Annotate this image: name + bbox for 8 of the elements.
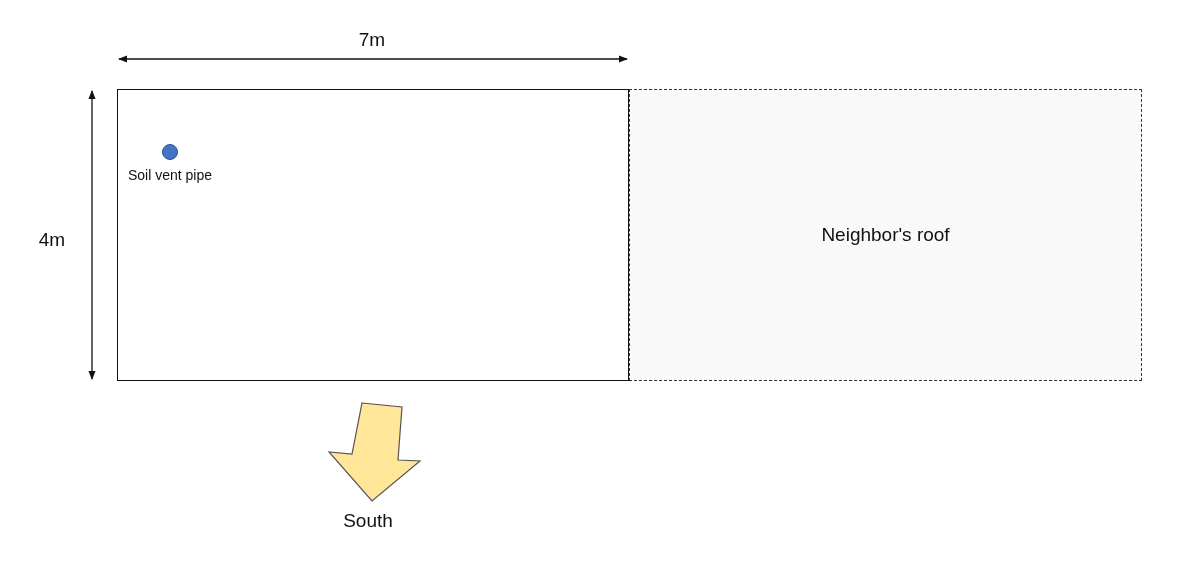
- pipe-marker: [162, 144, 178, 160]
- node-label: Neighbor's roof: [821, 224, 950, 246]
- dimension-label: 4m: [38, 229, 66, 251]
- direction-label: South: [343, 510, 393, 532]
- dimension-label: 7m: [358, 29, 386, 51]
- node-caption: Soil vent pipe: [126, 166, 214, 184]
- roof-area: [629, 89, 1142, 381]
- roof-outline: [117, 89, 629, 381]
